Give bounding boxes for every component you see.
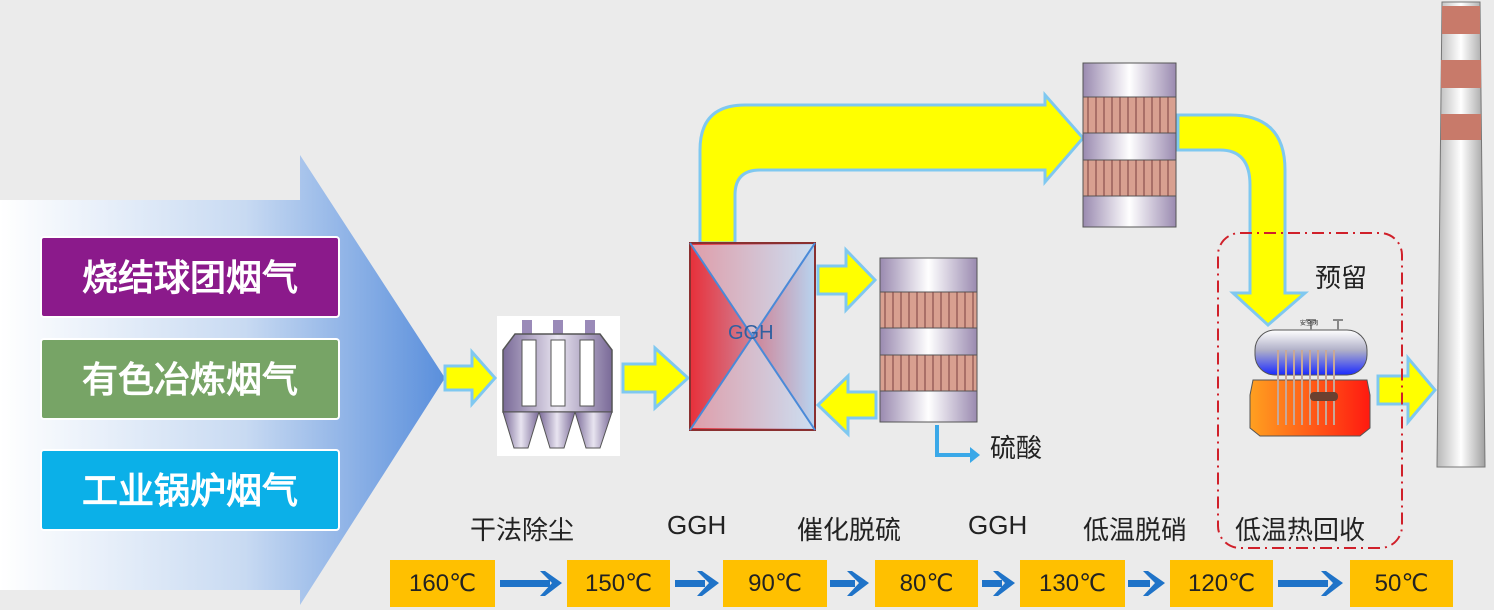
temp-box: 130℃ — [1020, 560, 1125, 607]
temp-box: 120℃ — [1170, 560, 1273, 607]
step-arrow — [675, 571, 719, 596]
arrow-to-catalyst — [816, 246, 878, 314]
arrow-to-boiler — [1176, 113, 1310, 328]
arrow-from-catalyst — [815, 372, 878, 438]
flow-arrows — [443, 91, 1437, 438]
stage-heat-recovery: 低温热回收 — [1235, 516, 1366, 546]
catalyst-reactor-icon — [879, 257, 978, 423]
temp-box: 90℃ — [723, 560, 827, 607]
source-boiler: 工业锅炉烟气 — [40, 449, 340, 531]
denitration-reactor-icon — [1082, 62, 1177, 228]
step-arrow — [830, 571, 869, 596]
ggh-exchanger — [689, 242, 816, 431]
reserved-label: 预留 — [1315, 264, 1368, 294]
stage-desulfurization: 催化脱硫 — [797, 516, 902, 546]
boiler-icon — [1249, 319, 1371, 437]
stage-denitration: 低温脱硝 — [1083, 516, 1188, 546]
step-arrow — [1128, 571, 1165, 596]
temp-box: 150℃ — [567, 560, 670, 607]
dust-collector-icon — [497, 316, 620, 456]
arrow-to-ggh — [621, 344, 691, 412]
sulfuric-acid-label: 硫酸 — [990, 434, 1043, 464]
arrow-to-dust — [443, 348, 498, 408]
step-arrow — [500, 571, 562, 596]
arrow-bypass — [698, 91, 1085, 245]
ggh-label: GGH — [728, 322, 774, 344]
boiler-tag: 安全阀 — [1300, 320, 1319, 327]
arrow-to-stack — [1376, 353, 1437, 427]
temp-box: 50℃ — [1350, 560, 1453, 607]
stage-ggh-1: GGH — [667, 510, 727, 540]
step-arrows — [500, 571, 1343, 596]
step-arrow — [1278, 571, 1343, 596]
acid-outlet-arrow — [935, 425, 972, 457]
step-arrow — [982, 571, 1015, 596]
chimney-icon — [1436, 1, 1486, 468]
stage-ggh-2: GGH — [968, 510, 1028, 540]
stage-dust-removal: 干法除尘 — [470, 516, 575, 546]
source-sintering: 烧结球团烟气 — [40, 236, 340, 318]
temp-box: 160℃ — [390, 560, 495, 607]
temp-box: 80℃ — [875, 560, 978, 607]
source-nonferrous: 有色冶炼烟气 — [40, 338, 340, 420]
